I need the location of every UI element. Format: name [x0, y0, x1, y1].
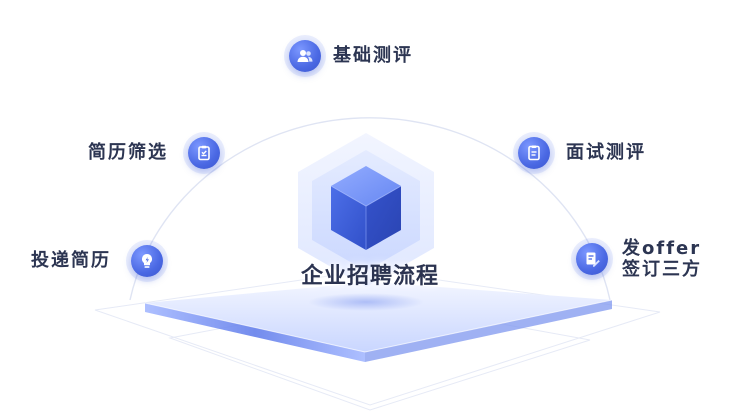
lightbulb-icon	[131, 245, 163, 277]
signed-document-icon	[576, 243, 608, 275]
step-label-multiline: 发offer 签订三方	[622, 238, 702, 280]
clipboard-icon	[188, 137, 220, 169]
step-interview-assessment: 面试测评	[518, 137, 646, 169]
step-submit-resume: 投递简历	[31, 245, 163, 277]
step-label-line2: 签订三方	[622, 259, 702, 280]
step-label: 投递简历	[31, 250, 111, 271]
platform	[144, 282, 613, 362]
orbit-arc	[129, 117, 611, 301]
step-offer-tripartite: 发offer 签订三方	[576, 238, 702, 280]
step-resume-screening: 简历筛选	[88, 137, 220, 169]
step-label: 面试测评	[566, 142, 646, 163]
step-basic-assessment: 基础测评	[289, 40, 413, 72]
step-label: 简历筛选	[88, 142, 168, 163]
user-group-icon	[289, 40, 321, 72]
document-icon	[518, 137, 550, 169]
cube-icon	[330, 166, 402, 250]
cube-shadow	[308, 293, 424, 311]
step-label-line1: 发offer	[622, 238, 702, 259]
diagram-title: 企业招聘流程	[300, 264, 439, 289]
step-label: 基础测评	[333, 45, 413, 66]
